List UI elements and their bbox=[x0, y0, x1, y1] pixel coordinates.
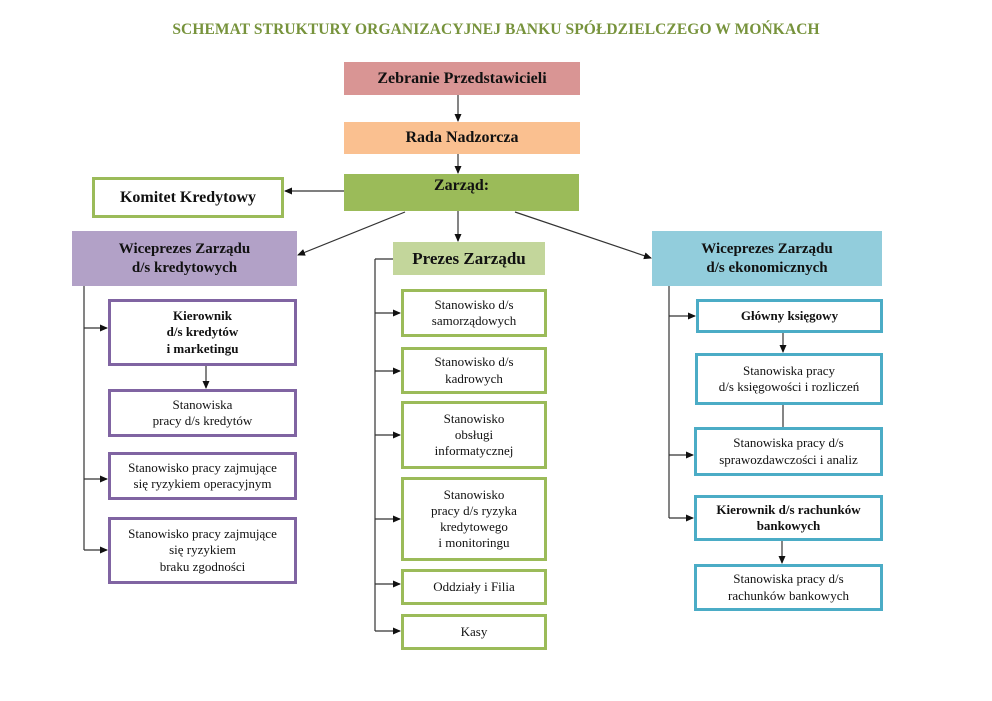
zebranie-box: Zebranie Przedstawicieli bbox=[344, 62, 580, 95]
left-item-kierownik: Kierownik d/s kredytów i marketingu bbox=[108, 299, 297, 366]
prezes-box: Prezes Zarządu bbox=[393, 242, 545, 275]
chart-title: SCHEMAT STRUKTURY ORGANIZACYJNEJ BANKU S… bbox=[172, 21, 820, 38]
arrow-zarzad-wice-kred bbox=[297, 211, 406, 256]
item-line: pracy d/s ryzyka bbox=[431, 502, 517, 518]
item-line: Stanowisko d/s bbox=[434, 354, 514, 370]
item-line: Stanowisko pracy zajmujące bbox=[128, 526, 277, 542]
rada-label: Rada Nadzorcza bbox=[405, 129, 519, 146]
item-line: Stanowiska pracy d/s bbox=[733, 435, 844, 451]
item-line: Stanowisko pracy zajmujące bbox=[128, 459, 277, 475]
item-line: bankowych bbox=[756, 518, 821, 533]
item-line: kredytowego bbox=[440, 519, 508, 534]
wice-kred-line1: Wiceprezes Zarządu bbox=[118, 240, 251, 257]
item-line: samorządowych bbox=[431, 313, 517, 328]
wice-ekon-box: Wiceprezes Zarządu d/s ekonomicznych bbox=[652, 231, 882, 286]
right-item-sprawozdawczosci: Stanowiska pracy d/s sprawozdawczości i … bbox=[694, 427, 883, 476]
komitet-label: Komitet Kredytowy bbox=[119, 188, 257, 206]
right-item-rachunkow-bankowych: Stanowiska pracy d/s rachunków bankowych bbox=[694, 564, 883, 611]
item-line: d/s kredytów bbox=[166, 324, 239, 340]
center-item-samorzadowych: Stanowisko d/s samorządowych bbox=[401, 289, 547, 337]
item-line: kadrowych bbox=[445, 370, 503, 386]
item-line: Stanowiska pracy bbox=[742, 362, 836, 378]
item-line: rachunków bankowych bbox=[728, 587, 849, 603]
item-line: i marketingu bbox=[166, 340, 239, 356]
wice-ekon-line2: d/s ekonomicznych bbox=[706, 259, 828, 276]
item-line: informatycznej bbox=[434, 443, 514, 459]
item-line: Kierownik d/s rachunków bbox=[716, 501, 861, 517]
left-item-braku-zgodnosci: Stanowisko pracy zajmujące się ryzykiem … bbox=[108, 517, 297, 584]
item-line: Główny księgowy bbox=[740, 307, 839, 323]
item-line: się ryzykiem bbox=[169, 542, 236, 558]
item-line: d/s księgowości i rozliczeń bbox=[718, 379, 860, 394]
item-line: się ryzykiem operacyjnym bbox=[133, 476, 272, 491]
right-item-ksiegowosci: Stanowiska pracy d/s księgowości i rozli… bbox=[695, 353, 883, 405]
wice-kred-box: Wiceprezes Zarządu d/s kredytowych bbox=[72, 231, 297, 286]
item-line: pracy d/s kredytów bbox=[152, 413, 253, 428]
rada-box: Rada Nadzorcza bbox=[344, 122, 580, 154]
item-line: sprawozdawczości i analiz bbox=[719, 451, 858, 467]
item-line: Stanowisko bbox=[443, 410, 505, 426]
item-line: Stanowisko bbox=[443, 486, 505, 502]
item-line: Oddziały i Filia bbox=[433, 578, 515, 594]
komitet-box: Komitet Kredytowy bbox=[92, 177, 284, 218]
center-item-ryzyka-kredytowego: Stanowisko pracy d/s ryzyka kredytowego … bbox=[401, 477, 547, 561]
wice-ekon-line1: Wiceprezes Zarządu bbox=[701, 240, 833, 257]
center-item-informatycznej: Stanowisko obsługi informatycznej bbox=[401, 401, 547, 469]
item-line: i monitoringu bbox=[438, 535, 510, 551]
zarzad-label: Zarząd: bbox=[433, 177, 490, 194]
item-line: obsługi bbox=[454, 426, 494, 442]
item-line: Stanowisko d/s bbox=[434, 296, 514, 312]
arrow-zarzad-wice-ekon bbox=[514, 211, 652, 260]
wice-kred-line2: d/s kredytowych bbox=[131, 259, 238, 276]
right-item-kierownik-rachunkow: Kierownik d/s rachunków bankowych bbox=[694, 495, 883, 541]
center-item-kadrowych: Stanowisko d/s kadrowych bbox=[401, 347, 547, 394]
left-item-stanowiska-kredytow: Stanowiska pracy d/s kredytów bbox=[108, 389, 297, 437]
item-line: Stanowiska bbox=[172, 396, 233, 412]
item-line: Kasy bbox=[460, 623, 488, 639]
zarzad-box: Zarząd: bbox=[344, 174, 579, 211]
right-item-glowny-ksiegowy: Główny księgowy bbox=[696, 299, 883, 333]
left-item-ryzyko-operacyjne: Stanowisko pracy zajmujące się ryzykiem … bbox=[108, 452, 297, 500]
zebranie-label: Zebranie Przedstawicieli bbox=[377, 69, 547, 87]
item-line: Kierownik bbox=[173, 308, 232, 324]
prezes-label: Prezes Zarządu bbox=[412, 248, 526, 268]
center-item-oddzialy: Oddziały i Filia bbox=[401, 569, 547, 605]
item-line: Stanowiska pracy d/s bbox=[733, 571, 844, 587]
center-item-kasy: Kasy bbox=[401, 614, 547, 650]
item-line: braku zgodności bbox=[159, 558, 246, 574]
